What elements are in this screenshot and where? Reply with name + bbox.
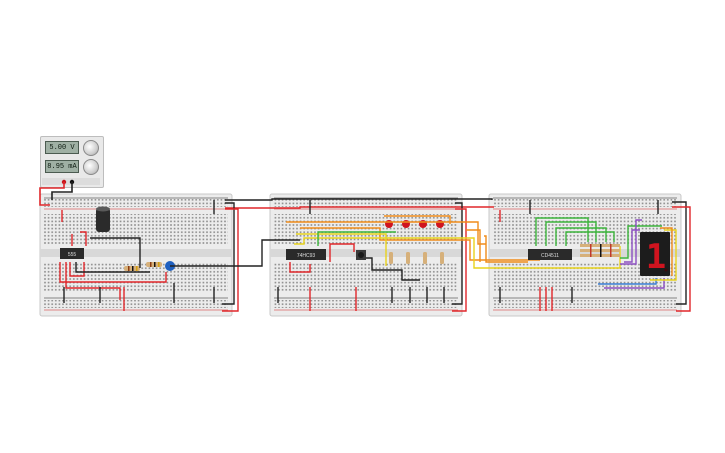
rail-wires[interactable] bbox=[222, 198, 691, 312]
current-display: 8.95 mA bbox=[45, 160, 79, 173]
led-2[interactable] bbox=[402, 220, 410, 228]
counter-chip-label: 74HC93 bbox=[297, 253, 316, 259]
decoder-chip[interactable]: CD4511 bbox=[528, 249, 572, 260]
seven-segment-digit: 1 bbox=[646, 237, 666, 277]
psu-wires[interactable] bbox=[39, 182, 73, 206]
breadboard-3-wires[interactable] bbox=[466, 200, 677, 311]
resistor-2[interactable] bbox=[146, 262, 162, 267]
timer-chip[interactable]: 555 bbox=[60, 248, 84, 259]
led-4[interactable] bbox=[436, 220, 444, 228]
breadboard-1[interactable] bbox=[39, 193, 233, 317]
electrolytic-capacitor[interactable] bbox=[96, 206, 110, 233]
voltage-knob[interactable] bbox=[83, 140, 99, 156]
led-1[interactable] bbox=[385, 220, 393, 228]
psu-terminals[interactable] bbox=[42, 178, 100, 185]
breadboard-3[interactable] bbox=[488, 193, 682, 317]
timer-chip-label: 555 bbox=[68, 252, 77, 258]
seven-segment-display[interactable]: 1 bbox=[640, 232, 670, 277]
segment-resistor-array[interactable] bbox=[580, 244, 620, 257]
voltage-display: 5.00 V bbox=[45, 141, 79, 154]
current-knob[interactable] bbox=[83, 159, 99, 175]
decoder-chip-label: CD4511 bbox=[541, 253, 559, 259]
led-resistors[interactable] bbox=[389, 252, 444, 264]
led-3[interactable] bbox=[419, 220, 427, 228]
push-button[interactable] bbox=[356, 250, 366, 260]
breadboard-2-wires[interactable] bbox=[277, 200, 621, 311]
counter-chip[interactable]: 74HC93 bbox=[286, 249, 326, 260]
breadboard-1-wires[interactable] bbox=[59, 200, 300, 311]
resistor-1[interactable] bbox=[124, 266, 140, 271]
